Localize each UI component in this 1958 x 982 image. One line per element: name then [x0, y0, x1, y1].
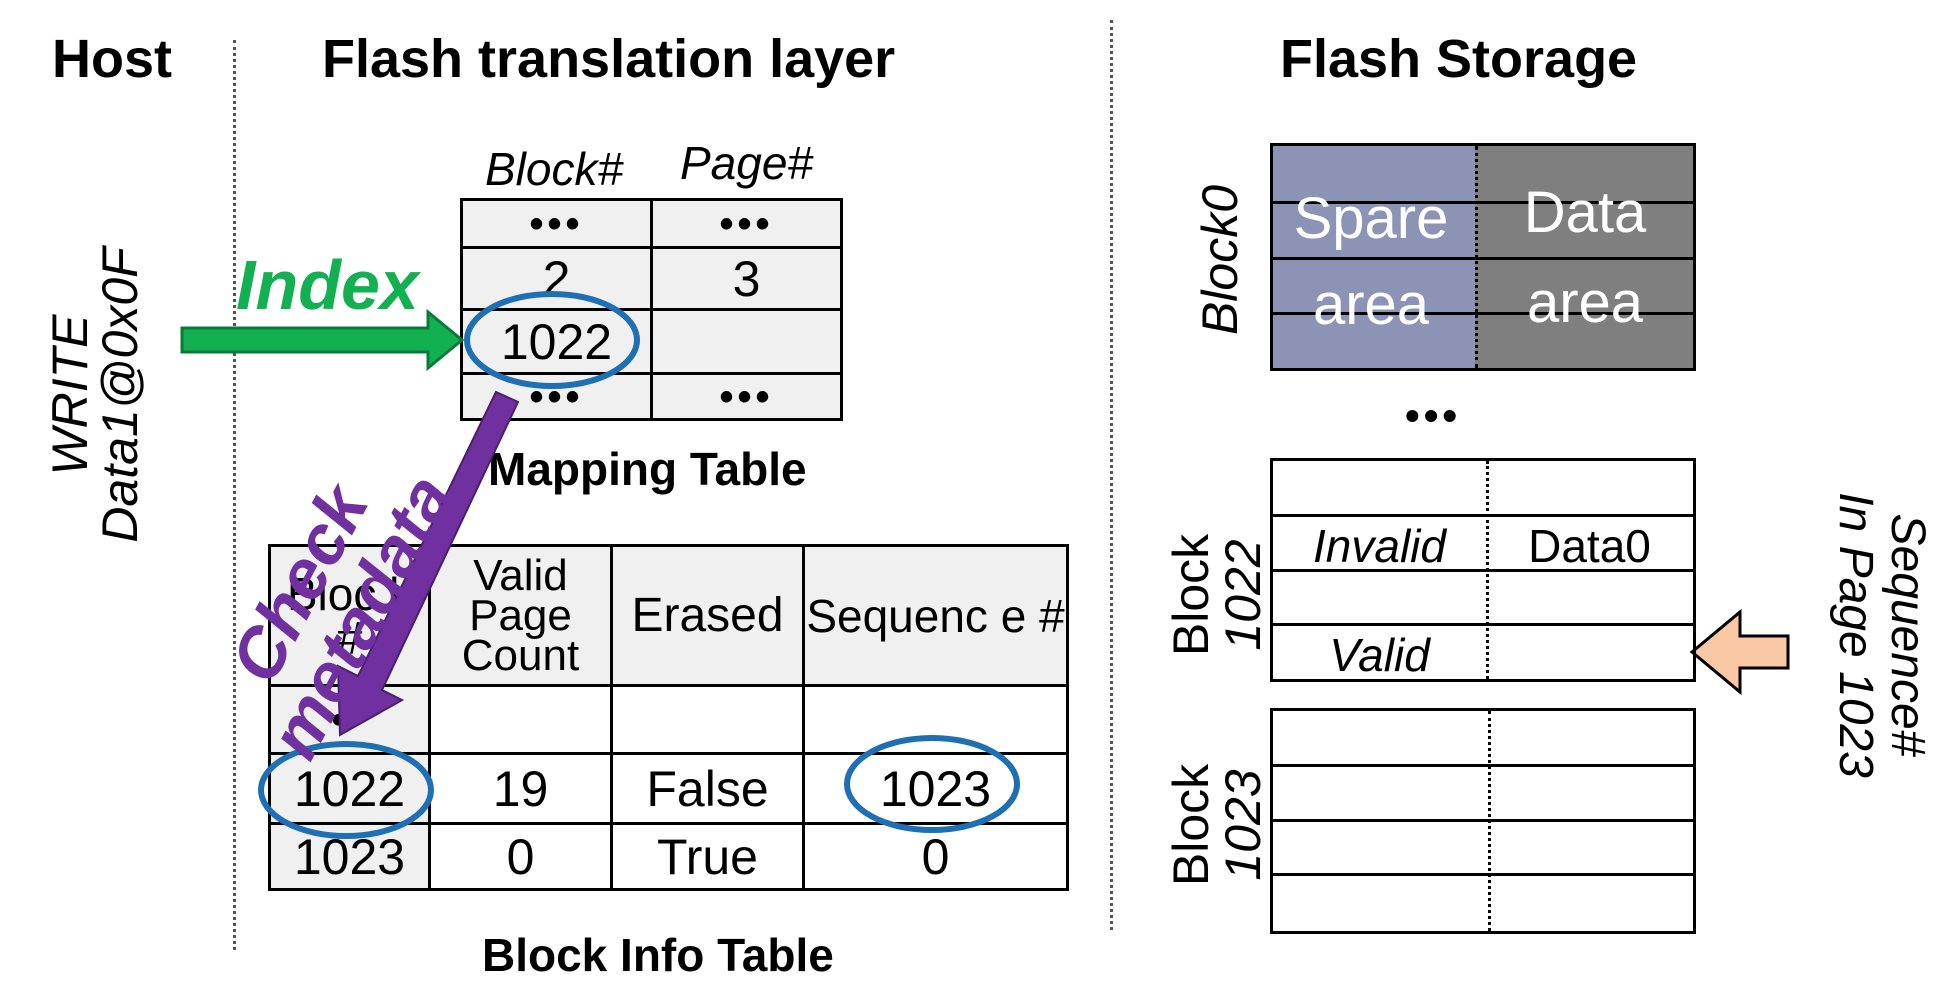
mapping-cell: ••• [650, 198, 843, 249]
block1022-label: Block 1022 [1163, 533, 1271, 657]
ftl-header: Flash translation layer [322, 29, 896, 89]
block1023 [1270, 708, 1696, 934]
mapping-cell: 2 [460, 246, 653, 311]
mapping-table-caption: Mapping Table [488, 443, 807, 495]
sequence-1023-highlight [844, 735, 1020, 833]
mapping-col-block: Block# [485, 143, 624, 195]
mapping-1022-highlight [464, 291, 640, 389]
block0-label: Block0 [1192, 184, 1248, 336]
host-divider [233, 40, 236, 950]
block-info-cell [428, 684, 613, 755]
block-info-header-row: Bloc k # Valid Page Count Erased Sequenc… [268, 544, 1069, 687]
mapping-cell: 1022 [460, 308, 653, 375]
flash-storage-header: Flash Storage [1280, 29, 1638, 89]
index-arrow [180, 308, 465, 372]
mapping-col-page: Page# [680, 137, 814, 189]
block0-spare-label: Spare area [1293, 186, 1449, 337]
block-info-cell: False [610, 752, 805, 825]
mapping-row: 1022 [460, 308, 843, 375]
block-info-cell: 0 [428, 822, 613, 891]
block-info-cell: 1022 [268, 752, 431, 825]
block-info-1022-highlight [258, 741, 434, 839]
block-info-col-erased: Erased [610, 544, 805, 687]
host-header: Host [52, 29, 172, 89]
block-info-row: •• [268, 684, 1069, 755]
mapping-cell: ••• [650, 372, 843, 421]
block-info-table: Bloc k # Valid Page Count Erased Sequenc… [268, 544, 1069, 891]
mapping-cell [650, 308, 843, 375]
mapping-row: 2 3 [460, 246, 843, 311]
block-info-cell [610, 684, 805, 755]
block-info-cell [802, 684, 1069, 755]
block-info-cell: 1023 [268, 822, 431, 891]
flash-dots: ••• [1405, 392, 1462, 439]
block1022: Invalid Data0 Valid [1270, 458, 1696, 682]
mapping-row: ••• ••• [460, 372, 843, 421]
mapping-row: ••• ••• [460, 198, 843, 249]
block-info-row: 1022 19 False 1023 [268, 752, 1069, 825]
block-info-col-valid: Valid Page Count [428, 544, 613, 687]
block1022-invalid: Invalid [1313, 520, 1446, 572]
block0-data-label: Data area [1523, 180, 1647, 335]
mapping-cell: 3 [650, 246, 843, 311]
check-metadata-arrow [336, 390, 520, 737]
block0: Spare area Data area [1270, 143, 1696, 371]
sequence-arrow [1689, 608, 1790, 696]
block-info-table-caption: Block Info Table [482, 929, 834, 981]
block-info-cell: True [610, 822, 805, 891]
storage-divider [1110, 20, 1113, 930]
block1022-valid: Valid [1329, 629, 1430, 681]
index-label: Index [236, 246, 419, 324]
sequence-note: Sequence# In Page 1023 [1829, 492, 1934, 778]
block-info-cell: 0 [802, 822, 1069, 891]
block1022-data0: Data0 [1528, 520, 1651, 572]
mapping-cell: ••• [460, 198, 653, 249]
block-info-col-sequence: Sequenc e # [802, 544, 1069, 687]
block-info-row: 1023 0 True 0 [268, 822, 1069, 891]
mapping-table: ••• ••• 2 3 1022 ••• ••• [460, 198, 843, 421]
block1023-label: Block 1023 [1163, 763, 1271, 887]
